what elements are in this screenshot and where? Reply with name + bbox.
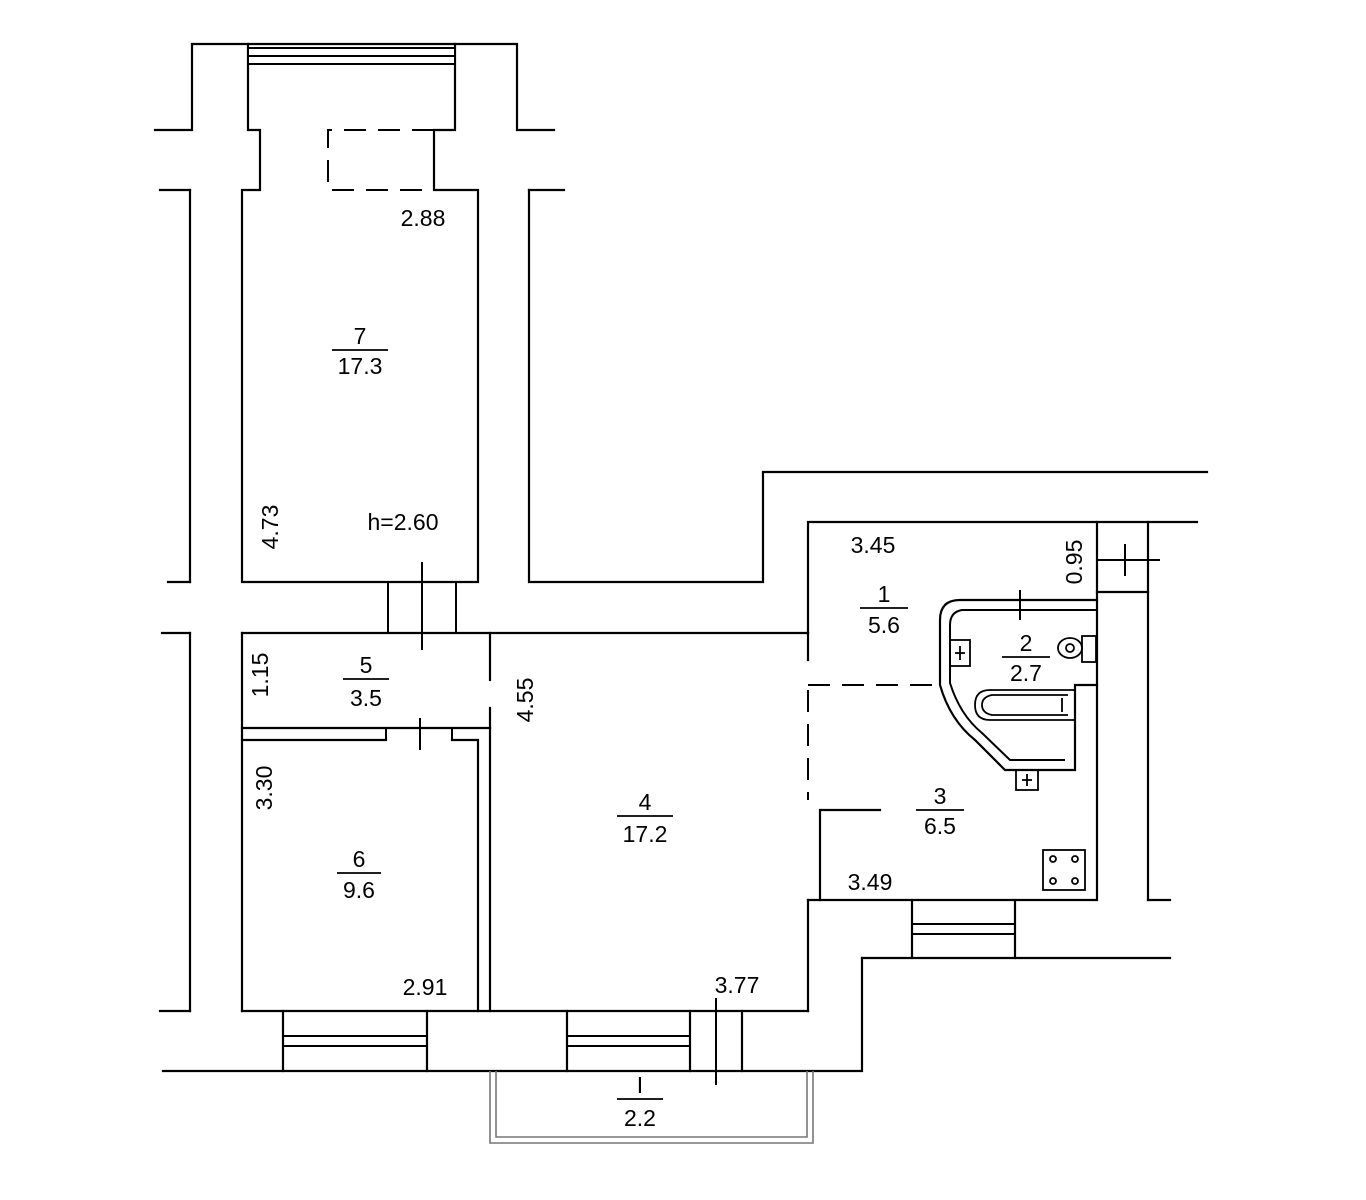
room-7-door: [387, 562, 457, 650]
room-1-area: 5.6: [868, 612, 900, 638]
room-5-number: 5: [360, 652, 373, 678]
room-3-number: 3: [934, 783, 947, 809]
room-7-walls: [153, 42, 1209, 584]
balcony: [489, 1071, 814, 1144]
balcony-door-dashed: [327, 129, 434, 191]
room-3-label: 3 6.5: [916, 783, 964, 839]
room-2-label: 2 2.7: [1002, 630, 1050, 686]
room-6-number: 6: [353, 846, 366, 872]
lower-left-walls: [158, 631, 192, 1013]
room-4-walls: [806, 631, 882, 1013]
dim-room1-length: 0.95: [1061, 540, 1087, 585]
room-6-area: 9.6: [343, 877, 375, 903]
room-2-area: 2.7: [1010, 660, 1042, 686]
balcony-area: 2.2: [624, 1105, 656, 1131]
room-7-area: 17.3: [338, 353, 383, 379]
room-4-number: 4: [639, 789, 652, 815]
room-4-label: 4 17.2: [617, 789, 673, 847]
room-1-label: 1 5.6: [860, 581, 908, 638]
room-6-window: [281, 1009, 429, 1073]
room-7-window: [247, 47, 456, 65]
room-7-number: 7: [354, 323, 367, 349]
dim-room6-length: 3.30: [251, 766, 277, 811]
room-6-label: 6 9.6: [337, 846, 381, 903]
dim-room3-width: 3.49: [848, 869, 893, 895]
dim-room4-length: 4.55: [512, 678, 538, 723]
dim-room7-length: 4.73: [257, 505, 283, 550]
room-2-partition: [938, 590, 1099, 772]
bathroom-fixtures: [949, 635, 1097, 791]
room-7-label: 7 17.3: [332, 323, 388, 379]
kitchen-window: [161, 898, 1172, 1073]
room-6-walls: [240, 718, 810, 1013]
dim-room4-width: 3.77: [715, 972, 760, 998]
room-5-label: 5 3.5: [343, 652, 389, 711]
dim-room7-width: 2.88: [401, 205, 446, 231]
ceiling-height: h=2.60: [368, 509, 439, 535]
balcony-number: I: [637, 1072, 643, 1098]
dim-room5-length: 1.15: [247, 653, 273, 698]
room-4-window: [565, 998, 744, 1085]
room-4-area: 17.2: [623, 821, 668, 847]
room-5-walls: [240, 631, 810, 1013]
rooms-1-2-3-walls: [806, 520, 1199, 902]
room-3-area: 6.5: [924, 813, 956, 839]
room-2-number: 2: [1020, 630, 1033, 656]
room-5-area: 3.5: [350, 685, 382, 711]
dim-room6-width: 2.91: [403, 974, 448, 1000]
dim-room1-width: 3.45: [851, 532, 896, 558]
stove-icon: [1042, 849, 1086, 891]
room-1-number: 1: [878, 581, 891, 607]
balcony-label: I 2.2: [617, 1072, 663, 1131]
